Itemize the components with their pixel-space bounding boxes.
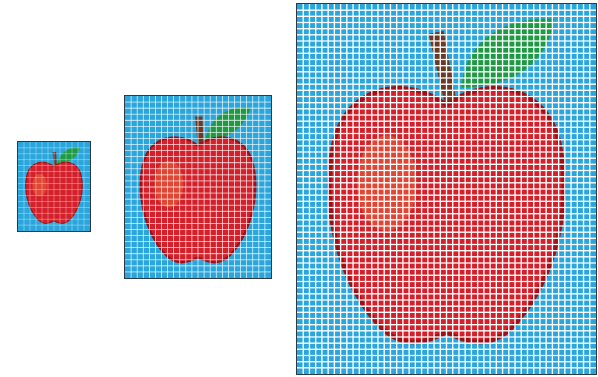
- apple-highlight: [154, 161, 183, 208]
- apple-highlight: [32, 174, 46, 197]
- grid-lines: [297, 4, 596, 374]
- apple-grid-medium: [124, 95, 272, 279]
- apple-grid-large: [296, 3, 597, 375]
- apple-image-small: [18, 142, 90, 231]
- apple-image-medium: [125, 96, 271, 278]
- apple-grid-small: [17, 141, 91, 232]
- apple-image-large: [297, 4, 596, 374]
